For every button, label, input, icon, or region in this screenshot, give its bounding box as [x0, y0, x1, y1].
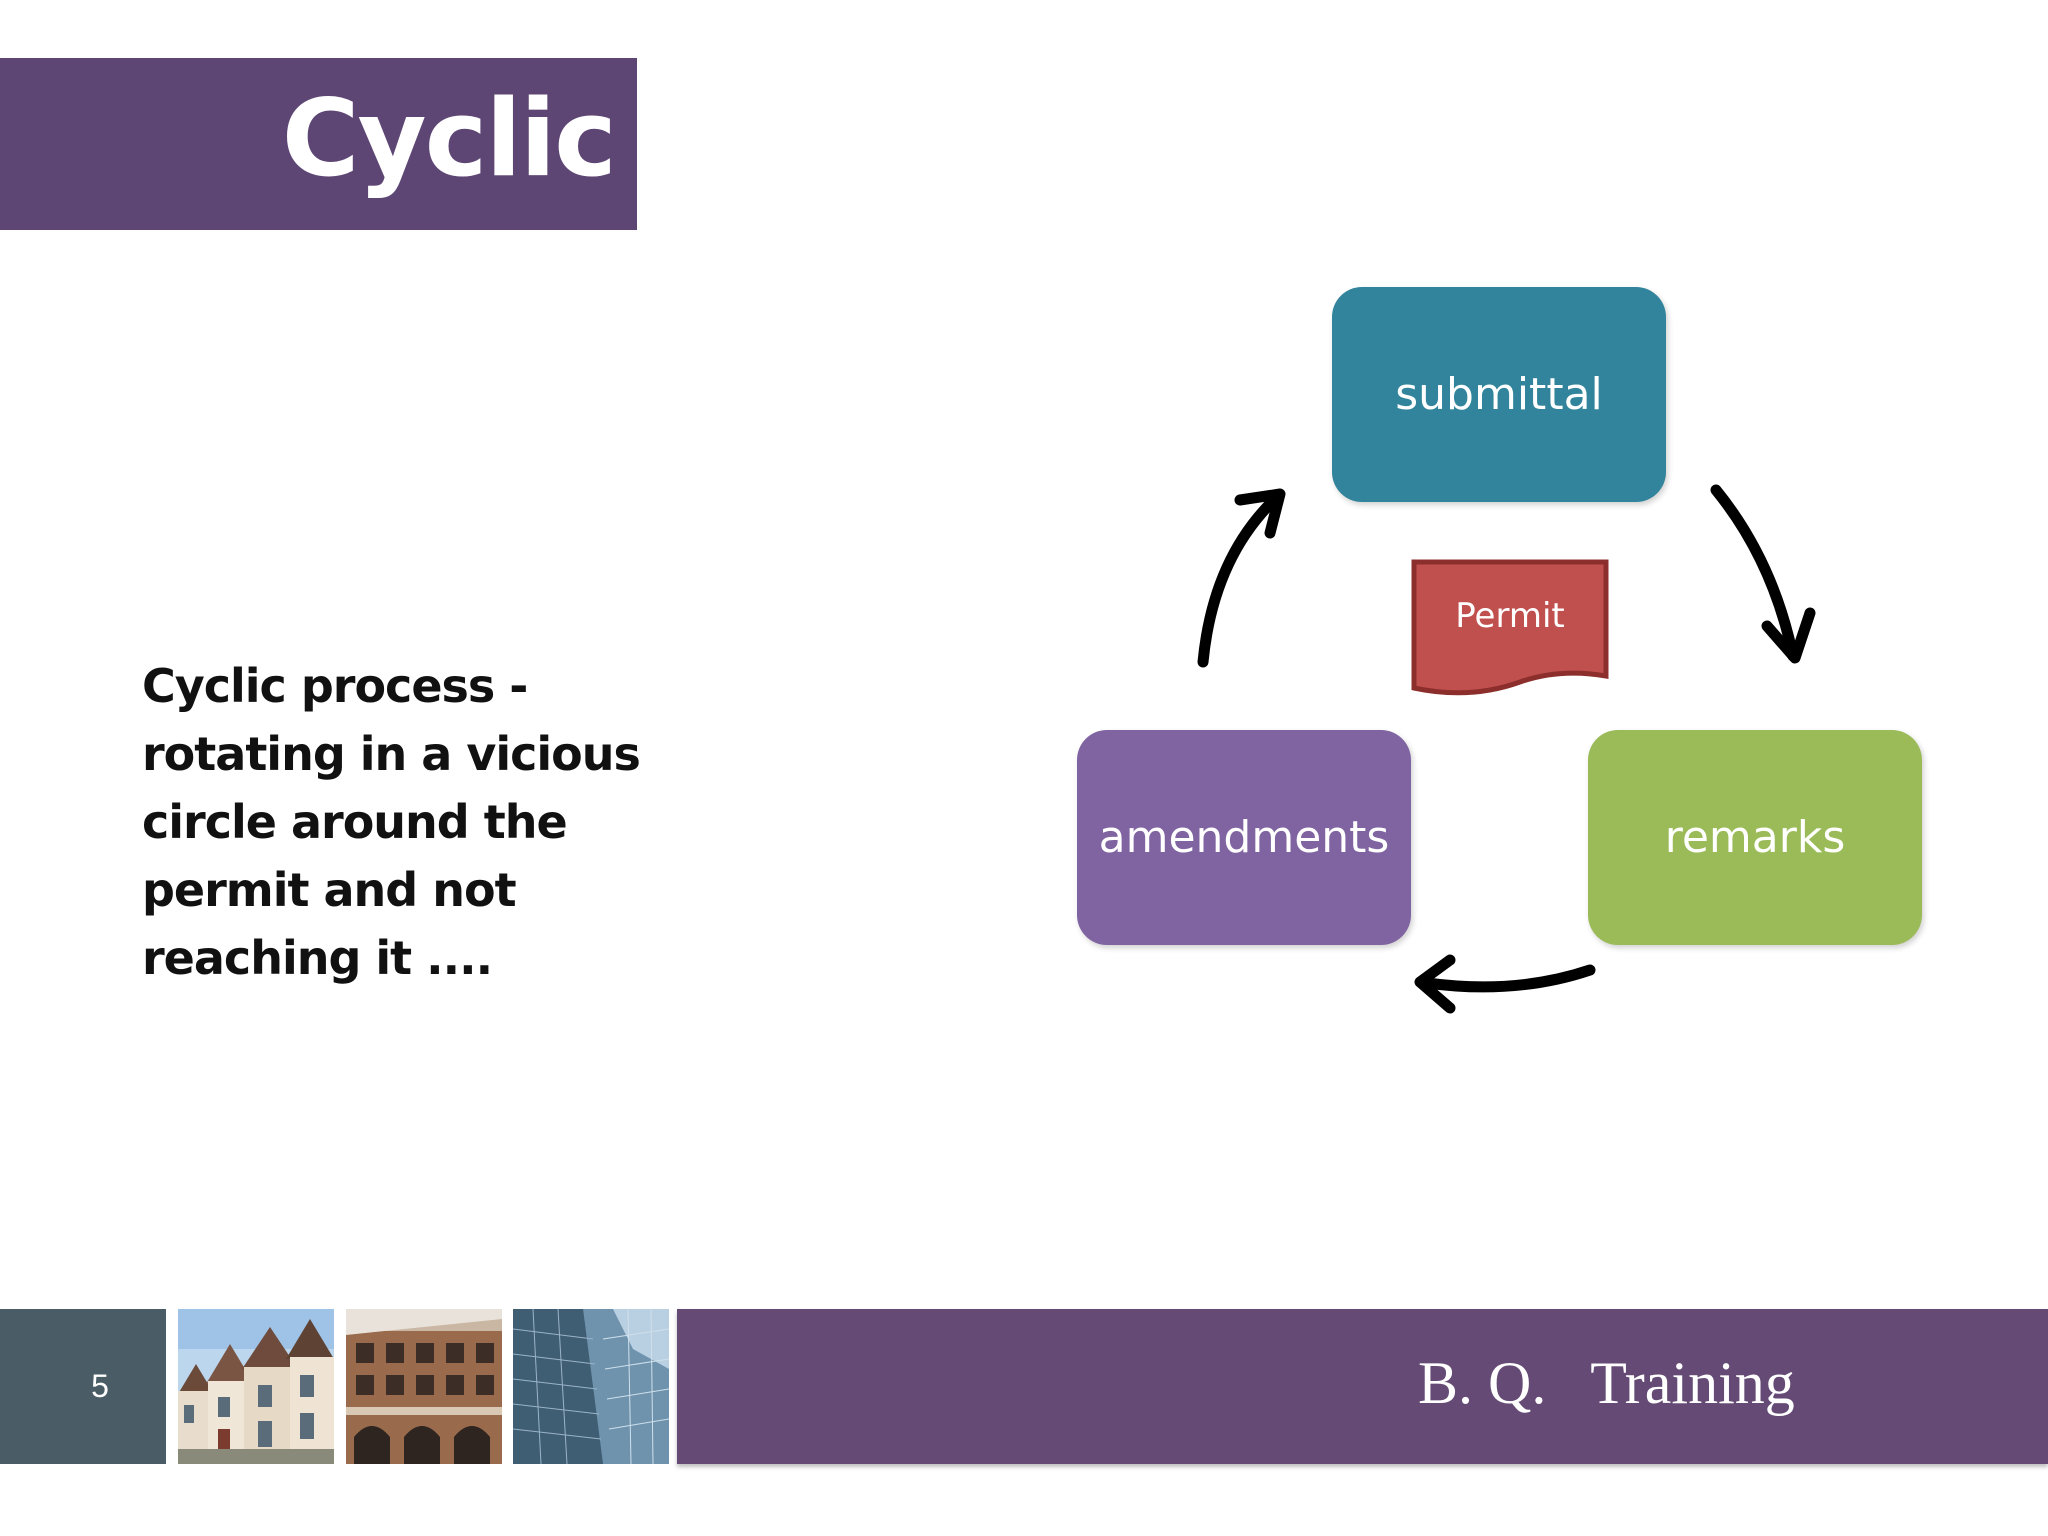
body-line: permit and not: [142, 863, 517, 917]
slide-title: Cyclic: [281, 77, 617, 200]
body-text: Cyclic process - rotating in a vicious c…: [142, 652, 662, 992]
node-submittal: submittal: [1332, 287, 1666, 502]
body-line: Cyclic process -: [142, 659, 528, 713]
arrow-amendments-to-submittal: [1197, 492, 1282, 668]
arrow-head-amendments: [1414, 954, 1456, 1014]
body-line: circle around the: [142, 795, 568, 849]
node-remarks: remarks: [1588, 730, 1922, 945]
houses-photo: [178, 1309, 334, 1464]
brick-building-photo: [346, 1309, 502, 1464]
body-line: rotating in a vicious: [142, 727, 641, 781]
node-submittal-label: submittal: [1395, 369, 1603, 420]
title-bar: Cyclic: [0, 58, 637, 230]
body-line: reaching it ....: [142, 931, 493, 985]
permit-document: Permit: [1410, 558, 1610, 708]
arrow-submittal-to-remarks: [1710, 484, 1799, 662]
node-amendments: amendments: [1077, 730, 1411, 945]
slide-number-box: 5: [0, 1309, 166, 1464]
footer-band: B. Q. Training: [677, 1309, 2048, 1464]
arrow-remarks-to-amendments: [1421, 964, 1596, 993]
arrow-head-submittal: [1234, 488, 1286, 539]
footer-brand: B. Q. Training: [1418, 1350, 1795, 1416]
node-remarks-label: remarks: [1664, 812, 1846, 863]
slide-number: 5: [91, 1368, 109, 1404]
document-icon: [1411, 559, 1609, 696]
glass-towers-photo: [513, 1309, 669, 1464]
arrow-head-remarks: [1761, 607, 1816, 664]
permit-label: Permit: [1455, 596, 1565, 636]
node-amendments-label: amendments: [1098, 812, 1390, 863]
